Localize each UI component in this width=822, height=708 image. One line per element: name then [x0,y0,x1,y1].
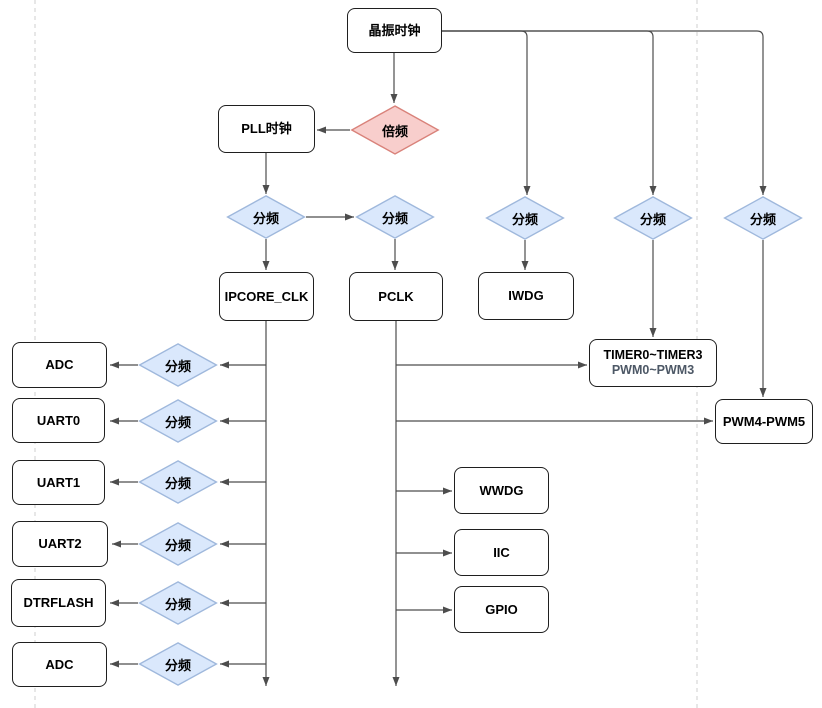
node-gpio[interactable]: GPIO [454,586,549,633]
node-uart0[interactable]: UART0 [12,398,105,443]
node-uart0-label: UART0 [36,412,81,428]
diamond-shape [613,196,693,240]
node-iwdg[interactable]: IWDG [478,272,574,320]
diamond-divide-label: 分频 [511,211,538,227]
node-uart2[interactable]: UART2 [12,521,108,567]
node-wwdg-label: WWDG [479,482,524,498]
node-adc-bottom-label: ADC [45,656,74,672]
node-ipcore-clk-label: IPCORE_CLK [224,288,309,304]
diamond-divide-label: 分频 [164,596,191,612]
diamond-shape [138,460,218,504]
node-adc-top[interactable]: ADC [12,342,107,388]
node-pclk[interactable]: PCLK [349,272,443,321]
edge-crystal-to-divide-timer [442,30,657,195]
diamond-shape [485,196,565,240]
node-adc-bottom[interactable]: ADC [12,642,107,687]
diamond-shape [138,642,218,686]
node-iic-label: IIC [493,544,510,560]
node-timer-label-line1: TIMER0~TIMER3 [603,348,703,362]
diamond-shape [723,196,803,240]
node-dtrflash-label: DTRFLASH [23,595,94,611]
diamond-divide-label: 分频 [164,358,191,374]
node-iic[interactable]: IIC [454,529,549,576]
diamond-shape [355,195,435,239]
diamond-divide-iwdg[interactable]: 分频 [485,196,565,240]
diamond-shape [226,195,306,239]
diamond-divide-label: 分频 [164,414,191,430]
node-crystal-clock[interactable]: 晶振时钟 [347,8,442,53]
diamond-divide-adc2[interactable]: 分频 [138,642,218,686]
node-uart1-label: UART1 [36,474,81,490]
node-crystal-clock-label: 晶振时钟 [368,22,421,38]
diamond-shape [138,399,218,443]
node-iwdg-label: IWDG [508,288,544,304]
node-pll-clock[interactable]: PLL时钟 [218,105,315,153]
node-gpio-label: GPIO [485,601,518,617]
diamond-shape [350,105,440,155]
diamond-divide-uart2[interactable]: 分频 [138,522,218,566]
diamond-shape [138,522,218,566]
node-timer-pwm[interactable]: TIMER0~TIMER3 PWM0~PWM3 [589,339,717,387]
diamond-multiply[interactable]: 倍频 [350,105,440,155]
diamond-divide-ipcore[interactable]: 分频 [226,195,306,239]
diamond-divide-uart0[interactable]: 分频 [138,399,218,443]
node-pll-clock-label: PLL时钟 [241,121,292,137]
node-pwm4-pwm5[interactable]: PWM4-PWM5 [715,399,813,444]
node-wwdg[interactable]: WWDG [454,467,549,514]
diamond-divide-label: 分频 [164,475,191,491]
node-timer-label-line2: PWM0~PWM3 [611,363,695,377]
diamond-shape [138,581,218,625]
diamond-divide-label: 分频 [381,210,408,226]
node-adc-top-label: ADC [45,357,74,373]
diamond-divide-timer[interactable]: 分频 [613,196,693,240]
node-ipcore-clk[interactable]: IPCORE_CLK [219,272,314,321]
node-dtrflash[interactable]: DTRFLASH [11,579,106,627]
diamond-multiply-label: 倍频 [381,123,408,139]
diamond-divide-label: 分频 [164,537,191,553]
diamond-divide-label: 分频 [639,211,666,227]
diamond-divide-uart1[interactable]: 分频 [138,460,218,504]
node-uart1[interactable]: UART1 [12,460,105,505]
diamond-divide-dtrflash[interactable]: 分频 [138,581,218,625]
diamond-divide-label: 分频 [252,210,279,226]
node-pclk-label: PCLK [378,288,414,304]
diamond-divide-adc1[interactable]: 分频 [138,343,218,387]
edge-crystal-to-divide-pwm45 [442,30,767,195]
node-uart2-label: UART2 [38,536,82,552]
diamond-divide-label: 分频 [164,657,191,673]
diamond-divide-pclk[interactable]: 分频 [355,195,435,239]
edge-crystal-to-divide-iwdg [442,30,531,195]
node-pwm4-pwm5-label: PWM4-PWM5 [722,413,806,429]
diamond-divide-pwm45[interactable]: 分频 [723,196,803,240]
diamond-divide-label: 分频 [749,211,776,227]
diamond-shape [138,343,218,387]
